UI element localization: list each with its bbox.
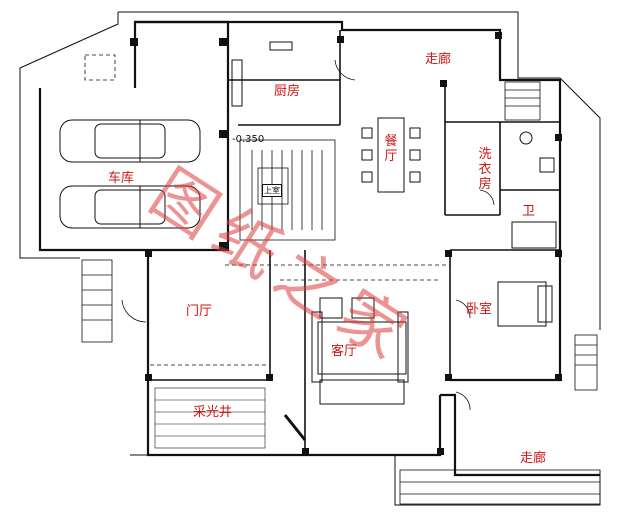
room-label-lightwell: 采光井 xyxy=(193,405,233,420)
room-label-living: 客厅 xyxy=(331,344,358,359)
bed xyxy=(497,281,553,327)
room-label-laundry: 洗衣房 xyxy=(478,147,492,192)
room-label-foyer: 门厅 xyxy=(186,304,213,319)
room-label-kitchen: 厨房 xyxy=(274,84,301,99)
stair-up-note: 上室 xyxy=(262,184,282,197)
car-top xyxy=(59,119,201,163)
window-diagonal xyxy=(283,414,307,441)
interior-walls xyxy=(148,30,560,455)
lightwell-hatch xyxy=(154,387,266,449)
room-label-bedroom: 卧室 xyxy=(466,302,493,317)
dining-table xyxy=(361,117,421,193)
kitchen-counter xyxy=(231,41,293,107)
columns xyxy=(130,32,562,455)
elevation-mark: -0.350 xyxy=(232,134,265,145)
bath-fixtures xyxy=(511,131,557,249)
room-label-corridor-bottom: 走廊 xyxy=(520,451,547,466)
room-label-bathroom: 卫 xyxy=(522,204,536,219)
entry-steps xyxy=(81,81,601,505)
room-label-garage: 车库 xyxy=(108,171,135,186)
sofa-set xyxy=(311,297,409,405)
dashed-lines xyxy=(84,54,450,366)
eave-outline-left xyxy=(19,12,119,259)
car-bottom xyxy=(59,185,201,229)
room-label-dining: 餐厅 xyxy=(384,134,398,164)
room-label-corridor-top: 走廊 xyxy=(425,52,452,67)
eave-outline-right xyxy=(559,77,601,330)
doors xyxy=(121,59,495,411)
eave-outline xyxy=(118,11,560,79)
